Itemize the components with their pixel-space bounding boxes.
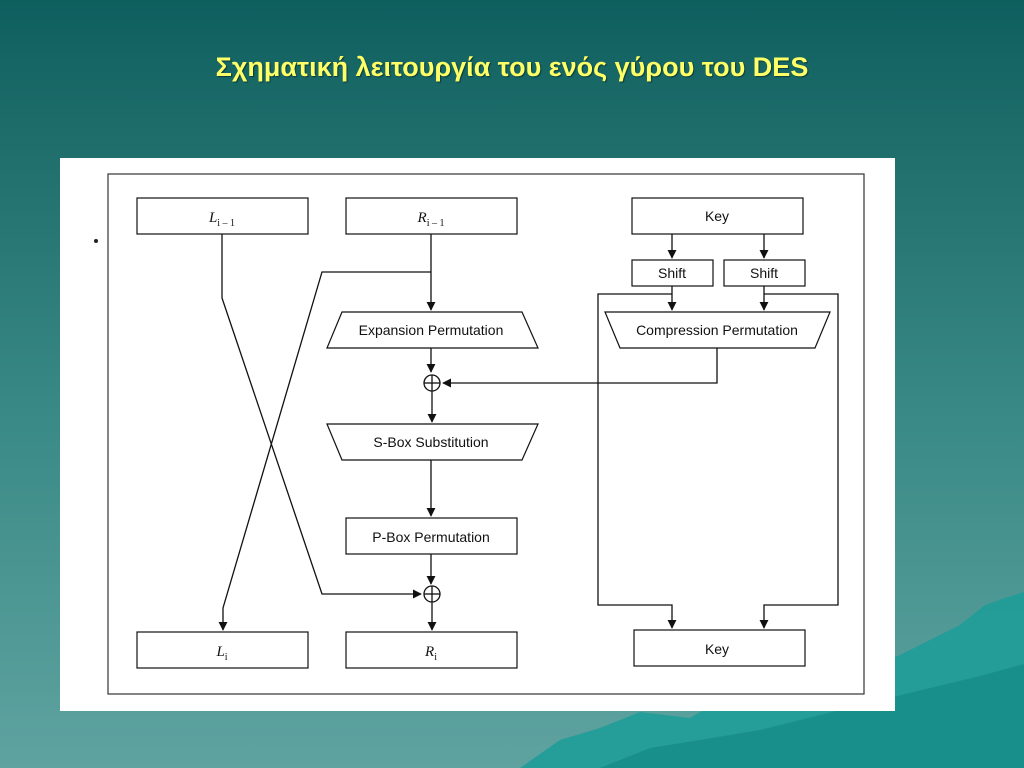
xor2-icon (423, 585, 441, 603)
key-input-box (631, 197, 804, 235)
right-output-box (345, 631, 518, 669)
arrow-r-to-l-output (218, 271, 431, 631)
slide-title: Σχηματική λειτουργία του ενός γύρου του … (215, 52, 809, 82)
key-input-label: Key (705, 208, 729, 224)
left-input-box (136, 197, 309, 235)
expansion-permutation-label: Expansion Permutation (359, 322, 504, 338)
shift-left-label: Shift (658, 265, 686, 281)
compression-permutation-label: Compression Permutation (636, 322, 798, 338)
pbox-permutation-box (345, 517, 518, 555)
left-output-label: Li (215, 644, 227, 663)
right-input-label: Ri – 1 (417, 210, 445, 229)
left-input-label: Li – 1 (208, 210, 235, 229)
left-output-box (136, 631, 309, 669)
arrow-l-to-xor2 (221, 234, 422, 599)
expansion-permutation-box (326, 311, 539, 349)
right-output-label: Ri (424, 644, 437, 663)
diagram-panel: Li – 1 Ri – 1 Key Shift Shift Compressio… (60, 158, 895, 711)
des-round-diagram: Li – 1 Ri – 1 Key Shift Shift Compressio… (94, 173, 865, 695)
key-bypass-right (759, 293, 839, 629)
key-bypass-left (597, 293, 677, 629)
shift-right-box (723, 259, 806, 287)
compression-permutation-box (604, 311, 831, 349)
scan-mark (94, 239, 98, 243)
right-input-box (345, 197, 518, 235)
diagram-frame (107, 173, 865, 695)
pbox-permutation-label: P-Box Permutation (372, 529, 490, 545)
xor1-icon (423, 374, 441, 392)
arrow-compression-to-xor (442, 348, 718, 388)
shift-right-label: Shift (750, 265, 778, 281)
sbox-substitution-label: S-Box Substitution (373, 434, 488, 450)
sbox-substitution-box (326, 423, 539, 461)
key-output-box (633, 629, 806, 667)
key-output-label: Key (705, 641, 729, 657)
